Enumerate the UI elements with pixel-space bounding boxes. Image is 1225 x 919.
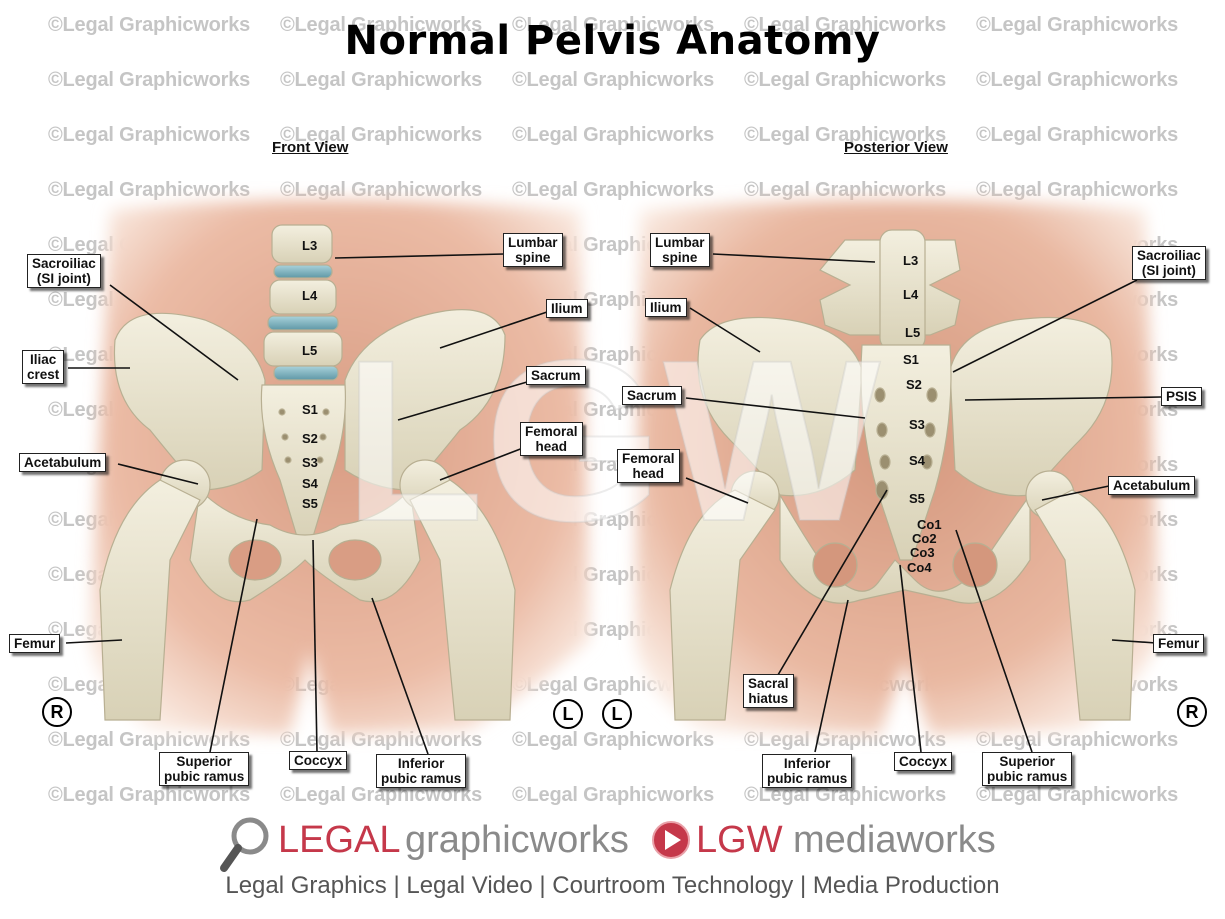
- front-vertebra-label: S5: [302, 496, 318, 511]
- footer-brand: LEGAL graphicworks LGW mediaworks: [0, 810, 1225, 872]
- posterior-vertebra-label: Co3: [910, 545, 935, 560]
- front-vertebra-label: S1: [302, 402, 318, 417]
- side-marker-posterior-right: R: [1177, 697, 1207, 727]
- posterior-view-title: Posterior View: [844, 139, 948, 156]
- label-ilium-posterior: Ilium: [645, 298, 687, 317]
- footer-tagline: Legal Graphics | Legal Video | Courtroom…: [225, 872, 1000, 899]
- front-vertebra-label: S3: [302, 455, 318, 470]
- label-inferior-pubic-ramus-front: Inferior pubic ramus: [376, 754, 467, 788]
- label-sacroiliac-posterior: Sacroiliac (SI joint): [1132, 246, 1206, 280]
- label-superior-pubic-ramus-front: Superior pubic ramus: [159, 752, 250, 786]
- posterior-vertebra-label: L3: [903, 253, 919, 268]
- label-sacroiliac-front: Sacroiliac (SI joint): [27, 254, 101, 288]
- posterior-vertebra-label: S1: [903, 352, 919, 367]
- posterior-vertebra-label: L4: [903, 287, 919, 302]
- brand-graphicworks: graphicworks: [405, 819, 629, 861]
- label-sacrum-front: Sacrum: [526, 366, 586, 385]
- label-coccyx-posterior: Coccyx: [894, 752, 953, 771]
- label-femur-posterior: Femur: [1153, 634, 1205, 653]
- label-coccyx-front: Coccyx: [289, 751, 348, 770]
- posterior-vertebra-label: S5: [909, 491, 925, 506]
- posterior-vertebra-label: Co1: [917, 517, 942, 532]
- front-vertebra-label: L5: [302, 343, 318, 358]
- brand-legal: LEGAL: [278, 819, 401, 861]
- label-lumbar-spine-posterior: Lumbar spine: [650, 233, 710, 267]
- posterior-vertebra-label: Co2: [912, 531, 937, 546]
- lgw-watermark: LGW: [344, 312, 880, 569]
- posterior-vertebra-label: S2: [906, 377, 922, 392]
- label-sacral-hiatus: Sacral hiatus: [743, 674, 794, 708]
- label-femoral-head-front: Femoral head: [520, 422, 583, 456]
- label-psis: PSIS: [1161, 387, 1202, 406]
- front-vertebra-label: L3: [302, 238, 318, 253]
- label-iliac-crest: Iliac crest: [22, 350, 65, 384]
- label-superior-pubic-ramus-posterior: Superior pubic ramus: [982, 752, 1073, 786]
- side-marker-front-left: L: [553, 699, 583, 729]
- page-title: Normal Pelvis Anatomy: [344, 18, 881, 64]
- label-sacrum-posterior: Sacrum: [622, 386, 682, 405]
- brand-mediaworks: mediaworks: [793, 819, 996, 861]
- label-inferior-pubic-ramus-posterior: Inferior pubic ramus: [762, 754, 853, 788]
- brand-lgw: LGW: [696, 819, 783, 861]
- posterior-vertebra-label: L5: [905, 325, 921, 340]
- front-view-title: Front View: [272, 139, 349, 156]
- posterior-vertebra-label: S4: [909, 453, 925, 468]
- label-acetabulum-posterior: Acetabulum: [1108, 476, 1196, 495]
- posterior-vertebra-label: Co4: [907, 560, 932, 575]
- label-ilium-front: Ilium: [546, 299, 588, 318]
- front-vertebra-label: S2: [302, 431, 318, 446]
- side-marker-front-right: R: [42, 697, 72, 727]
- label-femoral-head-posterior: Femoral head: [617, 449, 680, 483]
- play-icon: [652, 821, 690, 859]
- side-marker-posterior-left: L: [602, 699, 632, 729]
- label-lumbar-spine-front: Lumbar spine: [503, 233, 563, 267]
- magnifier-icon: [220, 817, 269, 872]
- front-vertebra-label: L4: [302, 288, 318, 303]
- posterior-vertebra-label: S3: [909, 417, 925, 432]
- label-femur-front: Femur: [9, 634, 61, 653]
- front-vertebra-label: S4: [302, 476, 318, 491]
- label-acetabulum-front: Acetabulum: [19, 453, 107, 472]
